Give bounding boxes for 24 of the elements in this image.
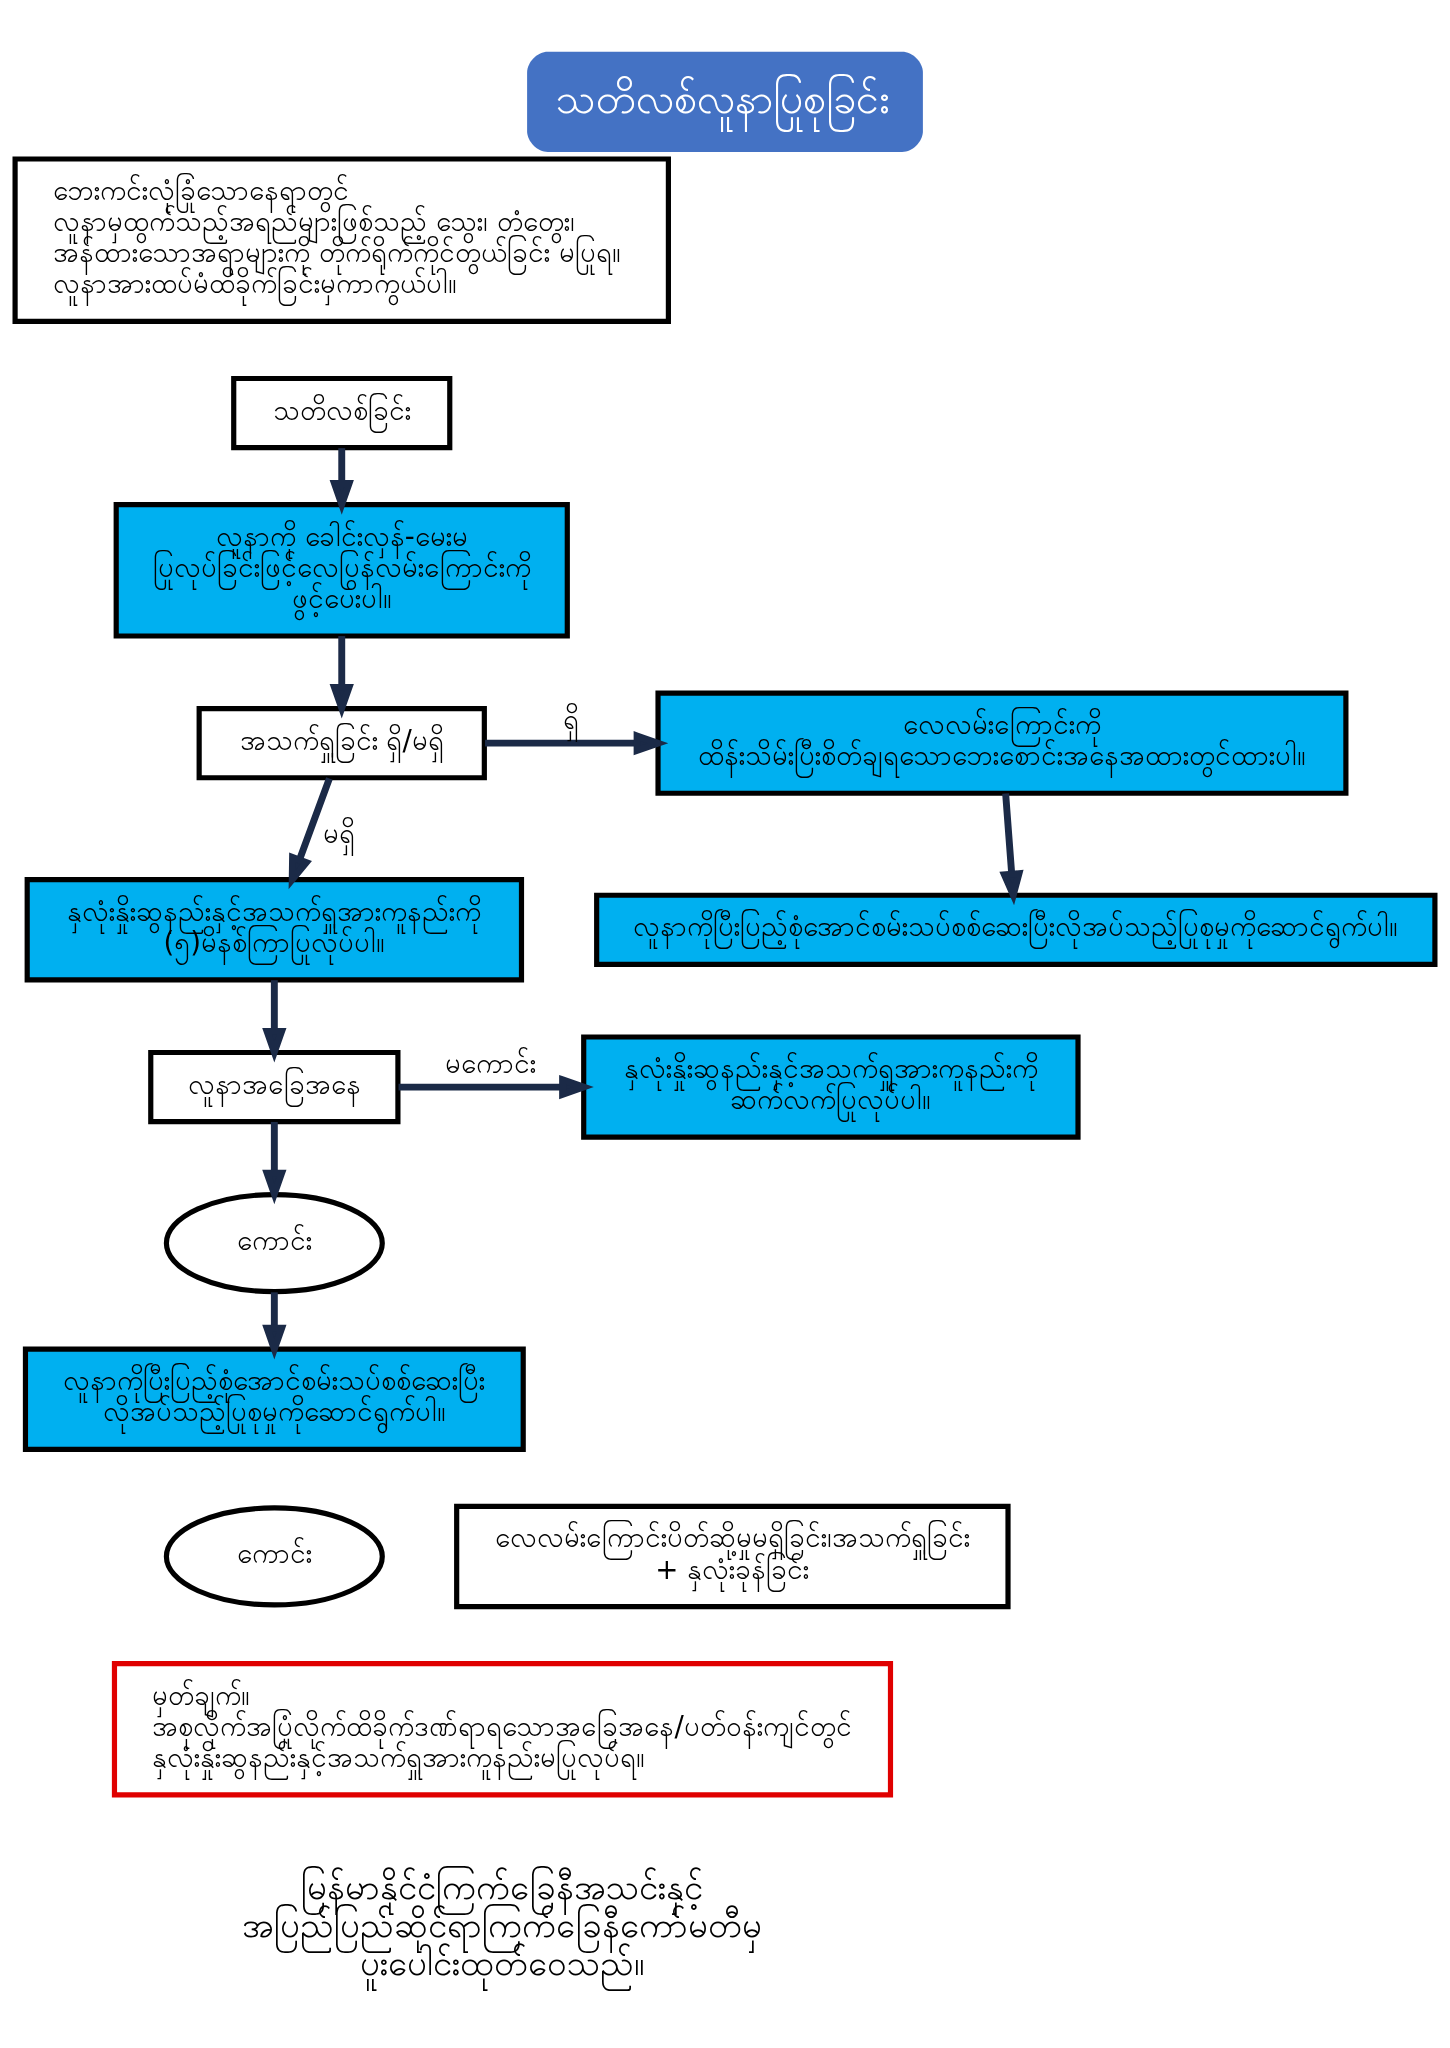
arrow [329,635,354,719]
node-box: လေလမ်းကြောင်းပိတ်ဆို့မှုမရှိခြင်း၊အသက်ရှူခြင်း + နှလုံးခုန်ခြင်း [454,1503,1011,1609]
arrow [288,776,333,889]
node-box: လူနာအခြေအနေ [148,1049,401,1124]
arrow [485,730,669,755]
node-box: သတိလစ်ခြင်း [231,375,453,450]
node-box: လူနာကိုပြီးပြည့်စုံအောင်စမ်းသပ်စစ်ဆေးပြီး လိုအပ်သည့်ပြုစုမှုကိုဆောင်ရွက်ပါ။ [22,1345,526,1452]
node-ellipse: ကောင်း [163,1191,385,1294]
arrow [999,792,1024,905]
arrow [398,1074,594,1099]
node-box: လူနာကိုပြီးပြည့်စုံအောင်စမ်းသပ်စစ်ဆေးပြီးလိုအပ်သည့်ပြုစုမှုကိုဆောင်ရွက်ပါ။ [594,892,1438,967]
node-box: နှလုံးနှိုးဆွနည်းနှင့်အသက်ရှူအားကူနည်းကို ဆက်လက်ပြုလုပ်ပါ။ [581,1033,1081,1140]
node-box: လူနာကို ခေါင်းလှန်-မေးမ ပြုလုပ်ခြင်းဖြင့်လေပြွန်လမ်းကြောင်းကို ဖွင့်ပေးပါ။ [113,501,570,639]
node-box: လေလမ်းကြောင်းကို ထိန်းသိမ်းပြီးစိတ်ချရသောဘေးစောင်းအနေအထားတွင်ထားပါ။ [655,689,1349,796]
node-box: အသက်ရှူခြင်း ရှိ/မရှိ [196,705,487,780]
node-box: မှတ်ချက်။ အစုလိုက်အပြုံလိုက်ထိခိုက်ဒဏ်ရာရသောအခြေအနေ/ပတ်ဝန်းကျင်တွင် နှလုံးနှိုးဆွနည်းနှင့်အသက်ရှူအားကူနည်းမပြုလုပ်ရ။ [111,1660,894,1798]
arrow [262,1291,287,1359]
arrow [329,447,354,515]
arrow [262,1121,287,1204]
edge-label: မကောင်း [445,1046,537,1080]
node-box: နှလုံးနှိုးဆွနည်းနှင့်အသက်ရှူအားကူနည်းကို (၅)မိနစ်ကြာပြုလုပ်ပါ။ [24,876,525,983]
node-ellipse: ကောင်း [163,1504,385,1608]
arrow [262,979,287,1063]
node-box: ဘေးကင်းလုံခြုံသောနေရာတွင် လူနာမှထွက်သည့်အရည်များဖြစ်သည့် သွေး၊ တံတွေး၊ အန်ထားသောအရာများကို တိုက်ရိုက်ကိုင်တွယ်ခြင်း မပြုရ။ လူနာအားထပ်မံထိခိုက်ခြင်းမှကာကွယ်ပါ။ [12,155,671,324]
